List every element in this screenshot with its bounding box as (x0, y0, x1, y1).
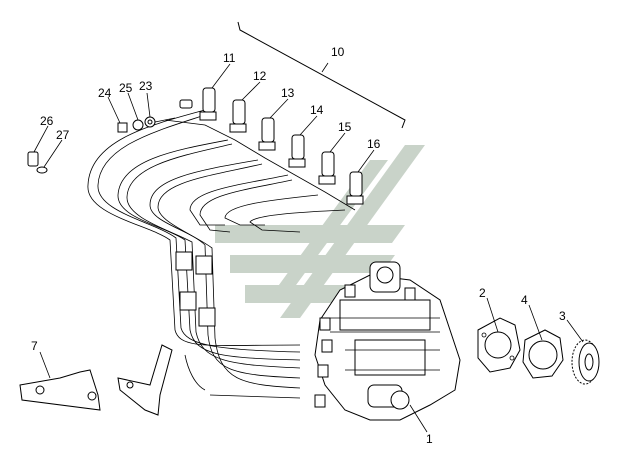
pipe-clamps (175, 251, 216, 327)
callout-25: 25 (119, 81, 133, 95)
callout-3: 3 (559, 309, 566, 323)
callout-27: 27 (56, 128, 70, 142)
injector-15 (318, 151, 336, 185)
plate-4 (522, 329, 564, 379)
callout-24: 24 (98, 86, 112, 100)
callout-13: 13 (281, 86, 295, 100)
callout-12: 12 (253, 69, 267, 83)
gasket-2 (477, 317, 521, 373)
callout-15: 15 (338, 120, 352, 134)
callout-labels: 10 11 12 13 14 15 16 23 24 25 26 27 7 2 … (31, 45, 566, 446)
injection-lines (87, 109, 346, 399)
callout-11: 11 (223, 51, 236, 65)
injector-12 (229, 99, 247, 133)
callout-2: 2 (479, 286, 486, 300)
group-bracket-10 (237, 21, 406, 129)
injector-holders (164, 87, 364, 211)
callout-1: 1 (426, 432, 433, 446)
bracket-middle (117, 344, 173, 416)
callout-16: 16 (367, 137, 381, 151)
gear-3 (571, 339, 600, 385)
callout-26: 26 (40, 114, 54, 128)
injector-13 (258, 117, 276, 151)
banjo-bolt (27, 151, 48, 174)
injector-16 (346, 171, 364, 205)
callout-14: 14 (310, 103, 324, 117)
leader-lines (33, 63, 584, 433)
injector-14 (288, 134, 306, 168)
fitting-parts (117, 99, 193, 133)
callout-10: 10 (331, 45, 345, 59)
delivery-valves (314, 284, 416, 408)
callout-23: 23 (139, 79, 153, 93)
callout-4: 4 (521, 293, 528, 307)
injection-pump-1 (314, 261, 461, 421)
callout-7: 7 (31, 339, 38, 353)
injector-11 (199, 87, 217, 121)
bracket-7 (19, 369, 101, 411)
